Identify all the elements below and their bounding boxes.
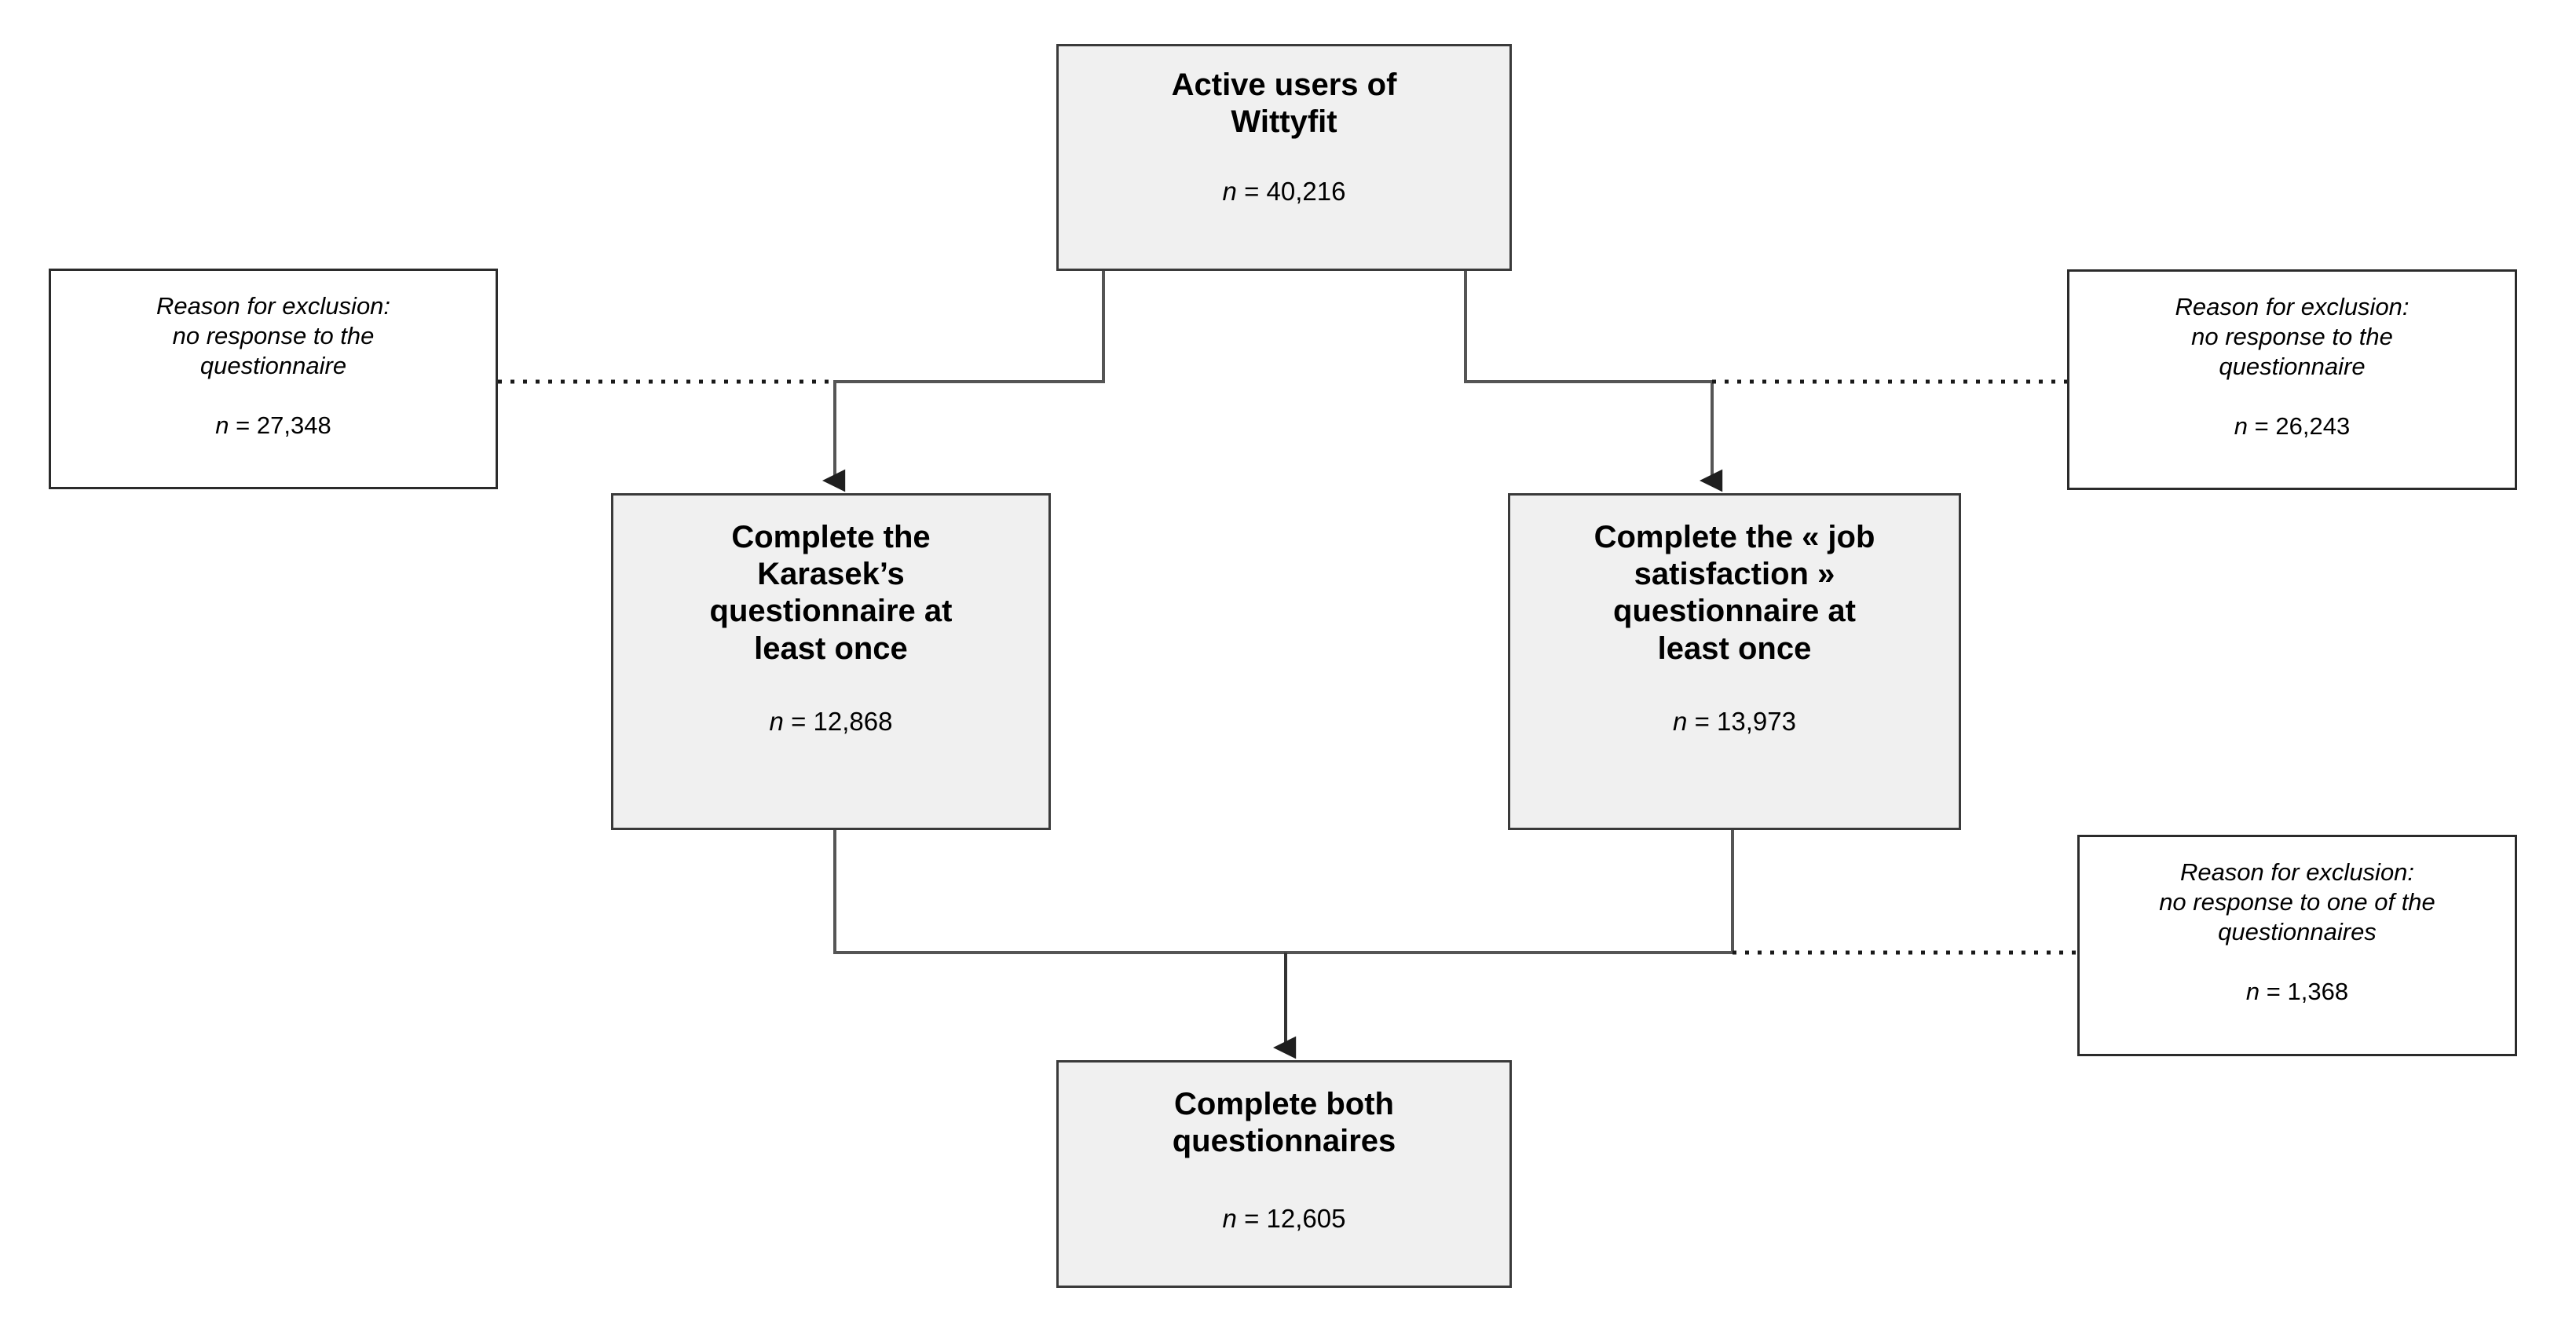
edge-top-to-karasek	[821, 271, 1105, 492]
node-exclusion-jobsatisfaction[interactable]: Reason for exclusion: no response to the…	[2067, 269, 2517, 490]
node-exclusion-one-of-the-questionnaires[interactable]: Reason for exclusion: no response to one…	[2077, 835, 2517, 1056]
node-exclusion-karasek[interactable]: Reason for exclusion: no response to the…	[49, 269, 498, 489]
node-complete-job-satisfaction-title: Complete the « job satisfaction » questi…	[1594, 520, 1875, 666]
node-exclusion-karasek-reason: Reason for exclusion: no response to the…	[156, 292, 391, 379]
node-complete-job-satisfaction-count: n = 13,973	[1673, 706, 1796, 736]
edge-karasek-to-junction	[833, 830, 1286, 954]
node-exclusion-jobsatisfaction-reason: Reason for exclusion: no response to the…	[2175, 293, 2410, 380]
node-complete-both-count: n = 12,605	[1222, 1204, 1346, 1234]
node-complete-karasek-title: Complete the Karasek’s questionnaire at …	[709, 520, 953, 666]
edge-top-to-jobsat	[1464, 271, 1723, 492]
node-exclusion-karasek-count: n = 27,348	[215, 411, 331, 440]
node-exclusion-jobsatisfaction-count: n = 26,243	[2234, 412, 2351, 441]
node-complete-karasek[interactable]: Complete the Karasek’s questionnaire at …	[611, 493, 1051, 830]
node-complete-both[interactable]: Complete both questionnaires n = 12,605	[1056, 1060, 1512, 1288]
node-complete-both-title: Complete both questionnaires	[1172, 1087, 1396, 1159]
node-complete-karasek-count: n = 12,868	[769, 706, 893, 736]
node-active-users-count: n = 40,216	[1222, 177, 1346, 207]
node-complete-job-satisfaction[interactable]: Complete the « job satisfaction » questi…	[1508, 493, 1961, 830]
edge-jobsat-to-junction	[1286, 830, 1734, 954]
node-active-users[interactable]: Active users of Wittyfit n = 40,216	[1056, 44, 1512, 271]
node-active-users-title: Active users of Wittyfit	[1171, 68, 1397, 140]
node-exclusion-one-of-the-questionnaires-count: n = 1,368	[2245, 978, 2349, 1006]
node-exclusion-one-of-the-questionnaires-reason: Reason for exclusion: no response to one…	[2159, 858, 2435, 945]
